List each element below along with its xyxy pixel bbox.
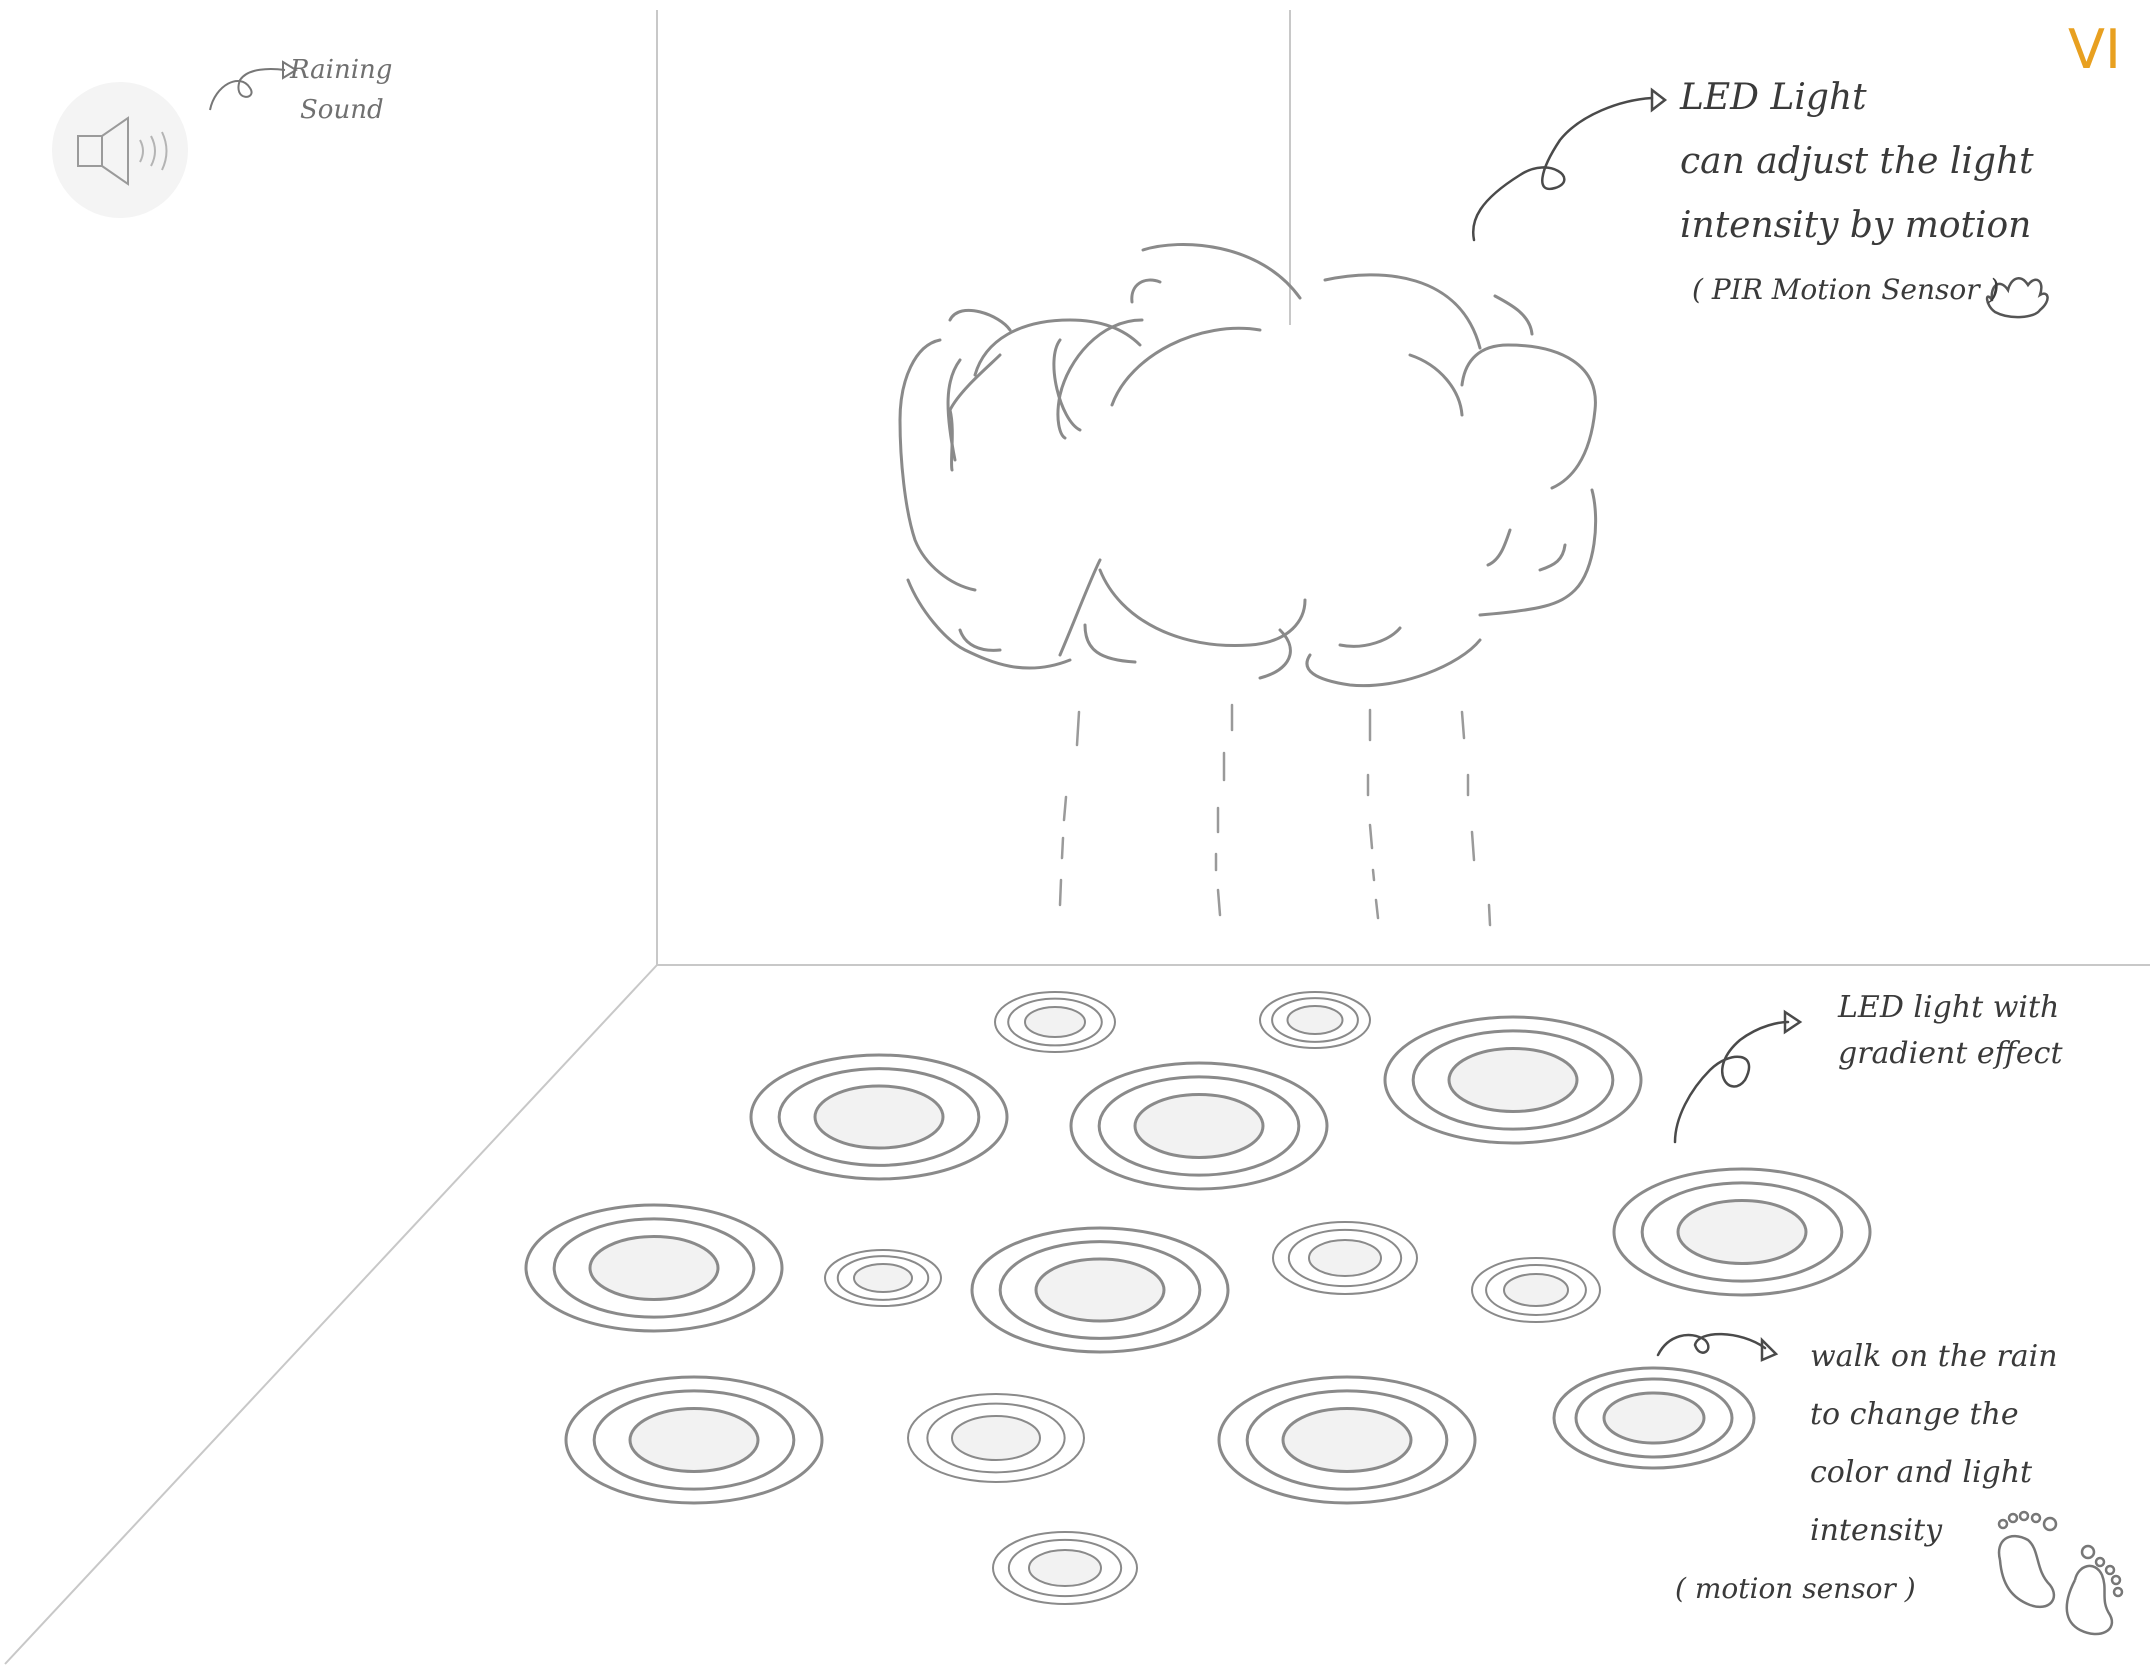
floor-light-ring (992, 1531, 1138, 1605)
walk-note-line: intensity (1810, 1513, 1943, 1548)
floor-light-ring (1640, 1181, 1844, 1283)
floor-light-ring (813, 1084, 945, 1150)
cloud-note-line: can adjust the light (1680, 141, 2034, 182)
floor-light-ring (1574, 1377, 1734, 1459)
floor-light-ring (1447, 1047, 1579, 1113)
floor-light-ring (951, 1415, 1041, 1461)
floor-light-ring (564, 1375, 824, 1505)
floor-light-note-line: gradient effect (1838, 1036, 2063, 1071)
floor-light-ring (926, 1402, 1066, 1474)
floor-light-ring (1383, 1015, 1643, 1145)
floor-light-ring (1007, 997, 1103, 1047)
floor-light-ring (1069, 1061, 1329, 1191)
walk-note-line: color and light (1810, 1455, 2033, 1490)
floor-light-ring (592, 1389, 796, 1491)
floor-light-note-line: LED light with (1838, 990, 2060, 1025)
speaker-icon (52, 82, 188, 218)
speaker-note: Raining Sound (290, 50, 392, 130)
rain-lines (1058, 703, 1492, 927)
floor-light-ring (1308, 1239, 1382, 1277)
speaker-note-line: Raining (290, 55, 393, 85)
floor-light-ring (1612, 1167, 1872, 1297)
cloud-note-line: intensity by motion (1680, 205, 2032, 246)
floor-light-ring (1287, 1228, 1403, 1288)
floor-light-ring (1286, 1005, 1344, 1035)
cloud-note-line: LED Light (1680, 77, 1867, 118)
floor-lights (524, 991, 1872, 1605)
floor-light-ring (907, 1393, 1085, 1483)
floor-light-ring (1133, 1093, 1265, 1159)
floor-light-ring (1471, 1257, 1601, 1323)
floor-light-ring (628, 1407, 760, 1473)
version-label: VI (2068, 18, 2121, 81)
speaker-note-arrow (209, 68, 286, 111)
floor-light-ring (1552, 1366, 1756, 1470)
floor-light-ring (1259, 991, 1371, 1049)
floor-light-ring (749, 1053, 1009, 1181)
walk-note: walk on the rain to change the color and… (1810, 1328, 2058, 1560)
speaker-note-arrowhead (282, 60, 298, 80)
walk-sensor-note: ( motion sensor ) (1675, 1572, 1916, 1605)
floor-light-ring (1485, 1264, 1587, 1316)
floor-light-ring (1676, 1199, 1808, 1265)
floor-light-ring (552, 1217, 756, 1319)
cloud-note: LED Light can adjust the light intensity… (1680, 66, 2034, 322)
speaker-note-line: Sound (300, 95, 384, 125)
floor-light-ring (1028, 1549, 1102, 1587)
hand-icon (1985, 277, 2049, 319)
floor-light-ring (824, 1249, 942, 1307)
floor-light-ring (1271, 997, 1359, 1043)
floor-light-ring (588, 1235, 720, 1301)
floor-light-ring (777, 1067, 981, 1167)
floor-light-ring (853, 1263, 913, 1293)
annotation-arrows (1471, 87, 1803, 1362)
floor-light-ring (1024, 1006, 1086, 1038)
floor-light-ring (1411, 1029, 1615, 1131)
room-walls (4, 10, 2150, 1665)
floor-light-ring (998, 1240, 1202, 1340)
floor-light-ring (1245, 1389, 1449, 1491)
floor-light-ring (836, 1255, 930, 1301)
floor-light-ring (524, 1203, 784, 1333)
walk-note-line: to change the (1810, 1397, 2019, 1432)
floor-light-ring (1602, 1391, 1706, 1445)
cloud-note-line: ( PIR Motion Sensor ) (1692, 273, 2000, 306)
floor-light-ring (970, 1226, 1230, 1354)
floor-light-ring (1217, 1375, 1477, 1505)
floor-light-ring (1034, 1257, 1166, 1323)
floor-light-note: LED light with gradient effect (1838, 985, 2063, 1077)
floor-light-ring (1272, 1221, 1418, 1295)
walk-note-line: walk on the rain (1810, 1339, 2058, 1374)
footprints-icon (1997, 1510, 2124, 1636)
floor-light-ring (1007, 1538, 1123, 1598)
floor-light-ring (1281, 1407, 1413, 1473)
cloud (898, 242, 1598, 688)
floor-light-ring (1503, 1273, 1569, 1307)
floor-light-ring (1097, 1075, 1301, 1177)
floor-light-ring (994, 991, 1116, 1053)
